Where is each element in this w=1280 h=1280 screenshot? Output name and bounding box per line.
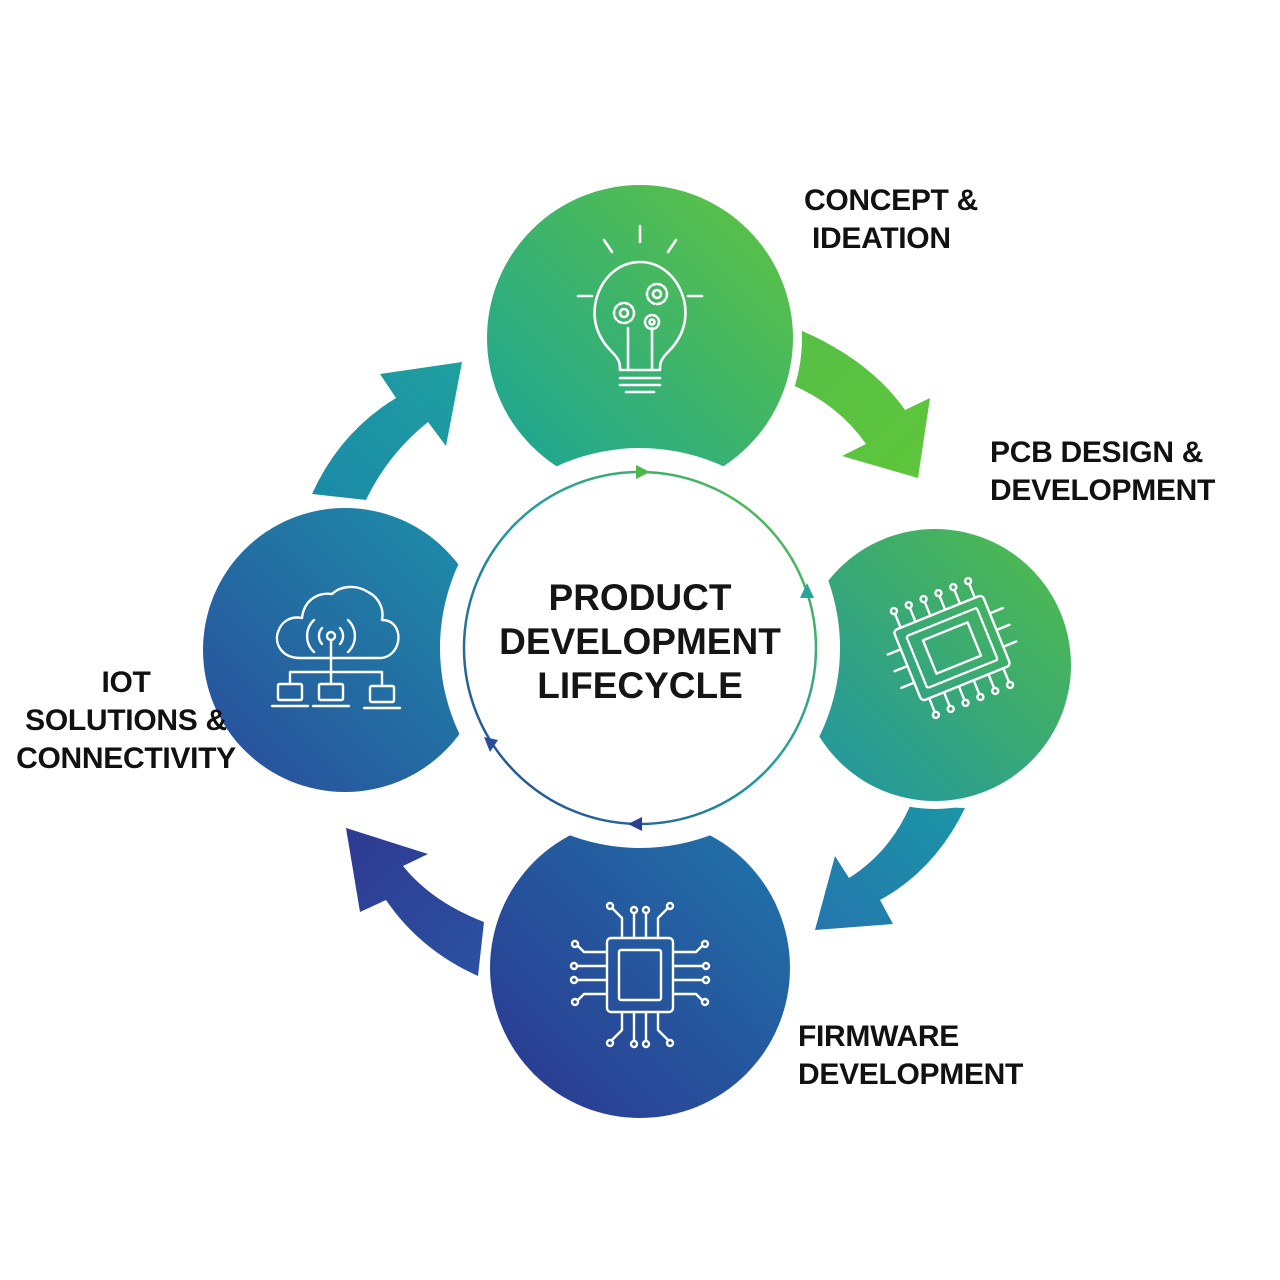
stage-label-line: FIRMWARE (798, 1020, 959, 1053)
stage-circle-iot (203, 508, 487, 792)
ring-arrowhead-top (636, 465, 650, 479)
arrow-concept-to-pcb (790, 330, 930, 478)
stage-label-line: PCB DESIGN & (990, 436, 1204, 469)
arrow-pcb-to-firmware (815, 806, 965, 930)
center-title-line: LIFECYCLE (537, 665, 743, 706)
cloud-network-icon (270, 585, 402, 710)
ring-arrowhead-left (484, 737, 498, 752)
pcb-chip-icon (886, 576, 1018, 720)
stage-label-line: DEVELOPMENT (798, 1058, 1024, 1091)
stage-label-line: DEVELOPMENT (990, 474, 1216, 507)
stage-label-iot: IOT SOLUTIONS & CONNECTIVITY (0, 664, 252, 778)
stage-label-concept: CONCEPT & IDEATION (804, 182, 978, 258)
stage-label-line: IDEATION (812, 222, 951, 255)
stage-label-line: IOT (101, 666, 151, 699)
stage-circle-firmware (490, 818, 790, 1118)
stage-label-pcb: PCB DESIGN & DEVELOPMENT (990, 434, 1215, 510)
stage-label-firmware: FIRMWARE DEVELOPMENT (798, 1018, 1023, 1094)
microchip-circuit-icon (569, 901, 711, 1049)
center-title-line: DEVELOPMENT (499, 621, 781, 662)
arrow-iot-to-concept (312, 362, 462, 500)
ring-arrowhead-right (800, 583, 814, 598)
arrow-firmware-to-iot (346, 828, 484, 976)
ring-arrowhead-bottom (628, 817, 642, 831)
stage-circle-concept (487, 185, 793, 491)
stage-label-line: SOLUTIONS & (25, 704, 227, 737)
center-title-line: PRODUCT (548, 577, 732, 618)
stage-label-line: CONNECTIVITY (16, 742, 236, 775)
stage-label-line: CONCEPT & (804, 184, 978, 217)
lightbulb-gears-icon (576, 224, 704, 394)
center-title: PRODUCT DEVELOPMENT LIFECYCLE (470, 576, 810, 708)
stage-circle-pcb (799, 529, 1071, 801)
